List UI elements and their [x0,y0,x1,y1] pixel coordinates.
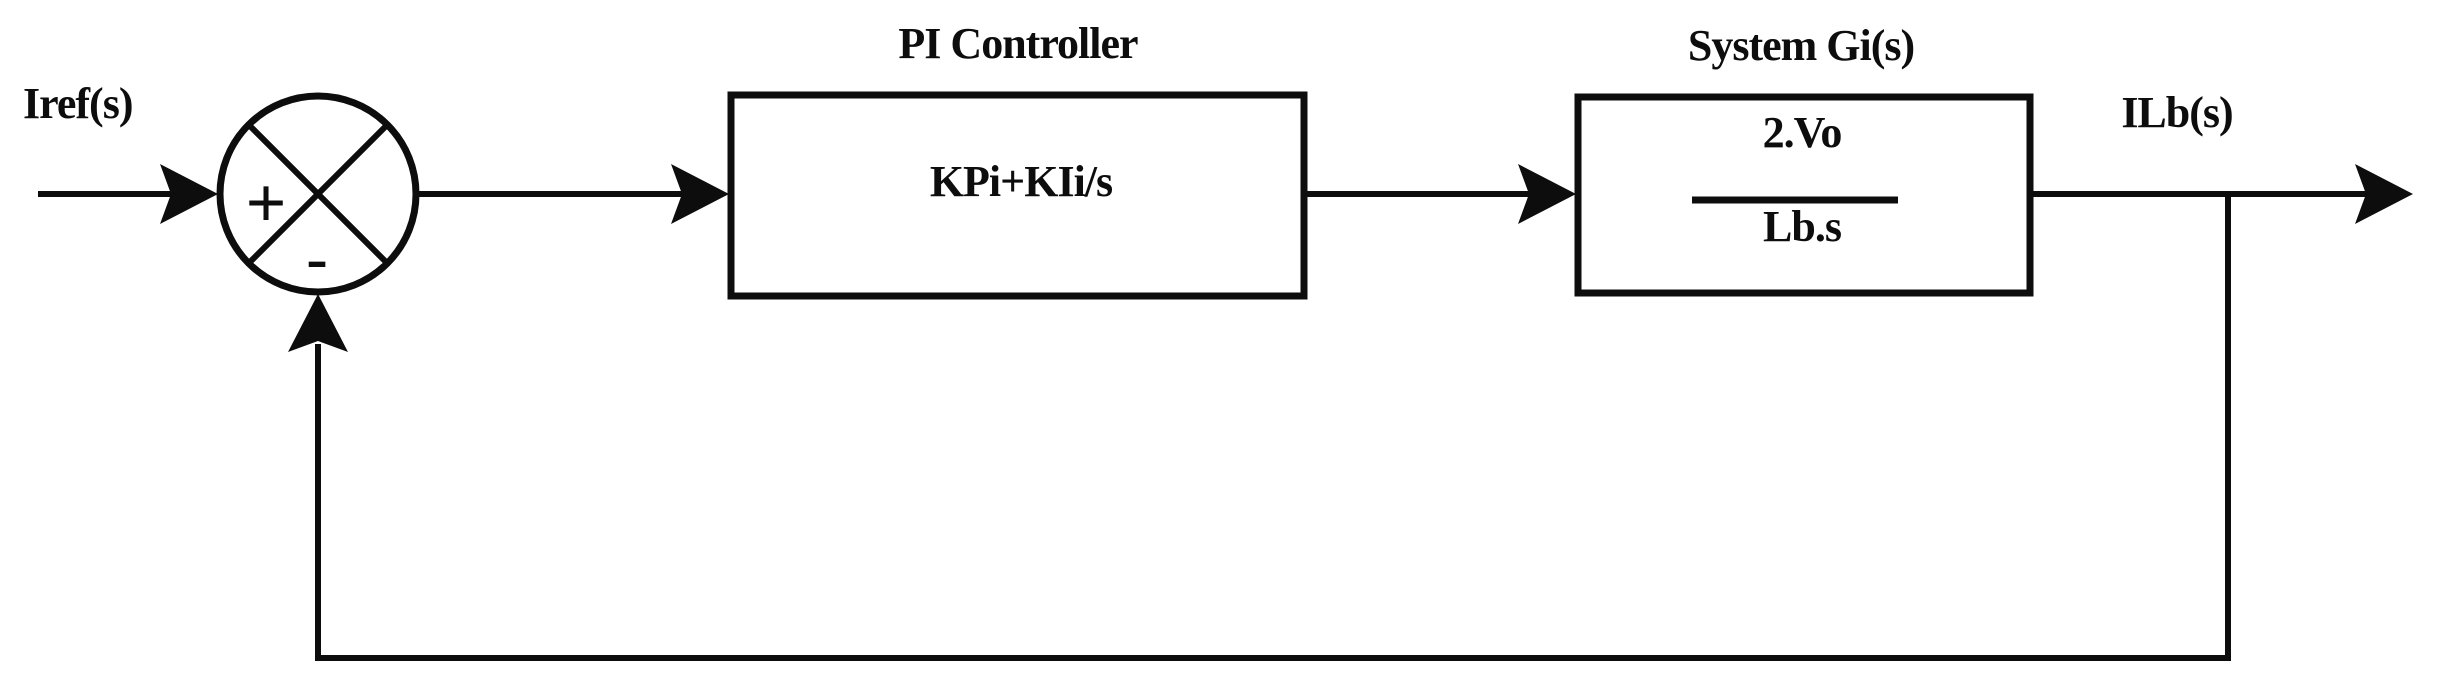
pi-controller-block [727,91,1308,300]
pi-controller-formula: KPi+KIi/s [930,157,1113,206]
pi-controller-title: PI Controller [898,19,1138,68]
arrowhead-into-system-block [1518,164,1576,224]
system-fraction-numerator: 2.Vo [1763,108,1842,157]
system-gi-block [1574,93,2034,297]
system-gi-title: System Gi(s) [1688,21,1914,70]
arrowhead-output [2355,164,2413,224]
summing-minus-sign: - [306,223,327,294]
output-signal-label: ILb(s) [2121,88,2232,137]
summing-junction-cross-line-2 [246,122,390,266]
summing-plus-sign: + [245,163,286,243]
arrowhead-feedback-up [288,294,348,352]
system-fraction-denominator: Lb.s [1763,202,1842,251]
arrowhead-into-pi-block [671,164,729,224]
arrowhead-into-summing-junction [160,164,218,224]
feedback-line [315,194,2231,661]
input-signal-label: Iref(s) [23,79,132,128]
